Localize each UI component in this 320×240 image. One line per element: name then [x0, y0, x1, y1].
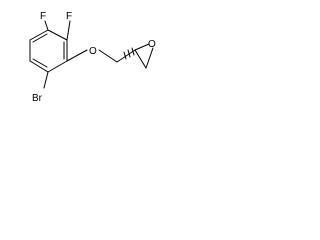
bond-ring-to-ether-oxygen [66, 49, 88, 62]
bond-to-fluorine-left [44, 20, 49, 31]
atom-label-ether-oxygen: O [89, 46, 97, 57]
epoxide-bond-c2-o [145, 47, 154, 69]
ring-bond-lower-right [47, 60, 68, 73]
structure-drawing: F F Br O O [29, 11, 156, 104]
stereo-hash-1 [131, 47, 135, 56]
bond-ch2-to-epoxide [116, 49, 136, 63]
ring-bond-bottom [29, 60, 49, 73]
ring-bond-top [47, 29, 68, 41]
ring-double-bond-inner-1 [32, 33, 48, 43]
epoxide-bond-c1-o [134, 43, 150, 51]
atom-label-fluorine-left: F [40, 11, 46, 22]
bond-ether-oxygen-to-ch2 [98, 49, 118, 63]
ring-bond-upper-left [29, 29, 49, 41]
epoxide-bond-c-c [134, 49, 147, 69]
bond-to-bromine [43, 71, 49, 89]
atom-label-bromine: Br [32, 93, 43, 104]
bond-to-fluorine-right [66, 20, 71, 41]
stereo-hash-3 [123, 51, 127, 60]
atom-label-epoxide-oxygen: O [148, 39, 156, 50]
ring-double-bond-inner-3 [32, 58, 48, 68]
atom-label-fluorine-right: F [66, 11, 72, 22]
stereo-hash-2 [127, 49, 131, 58]
molecule-diagram: F F Br O O [0, 0, 179, 124]
